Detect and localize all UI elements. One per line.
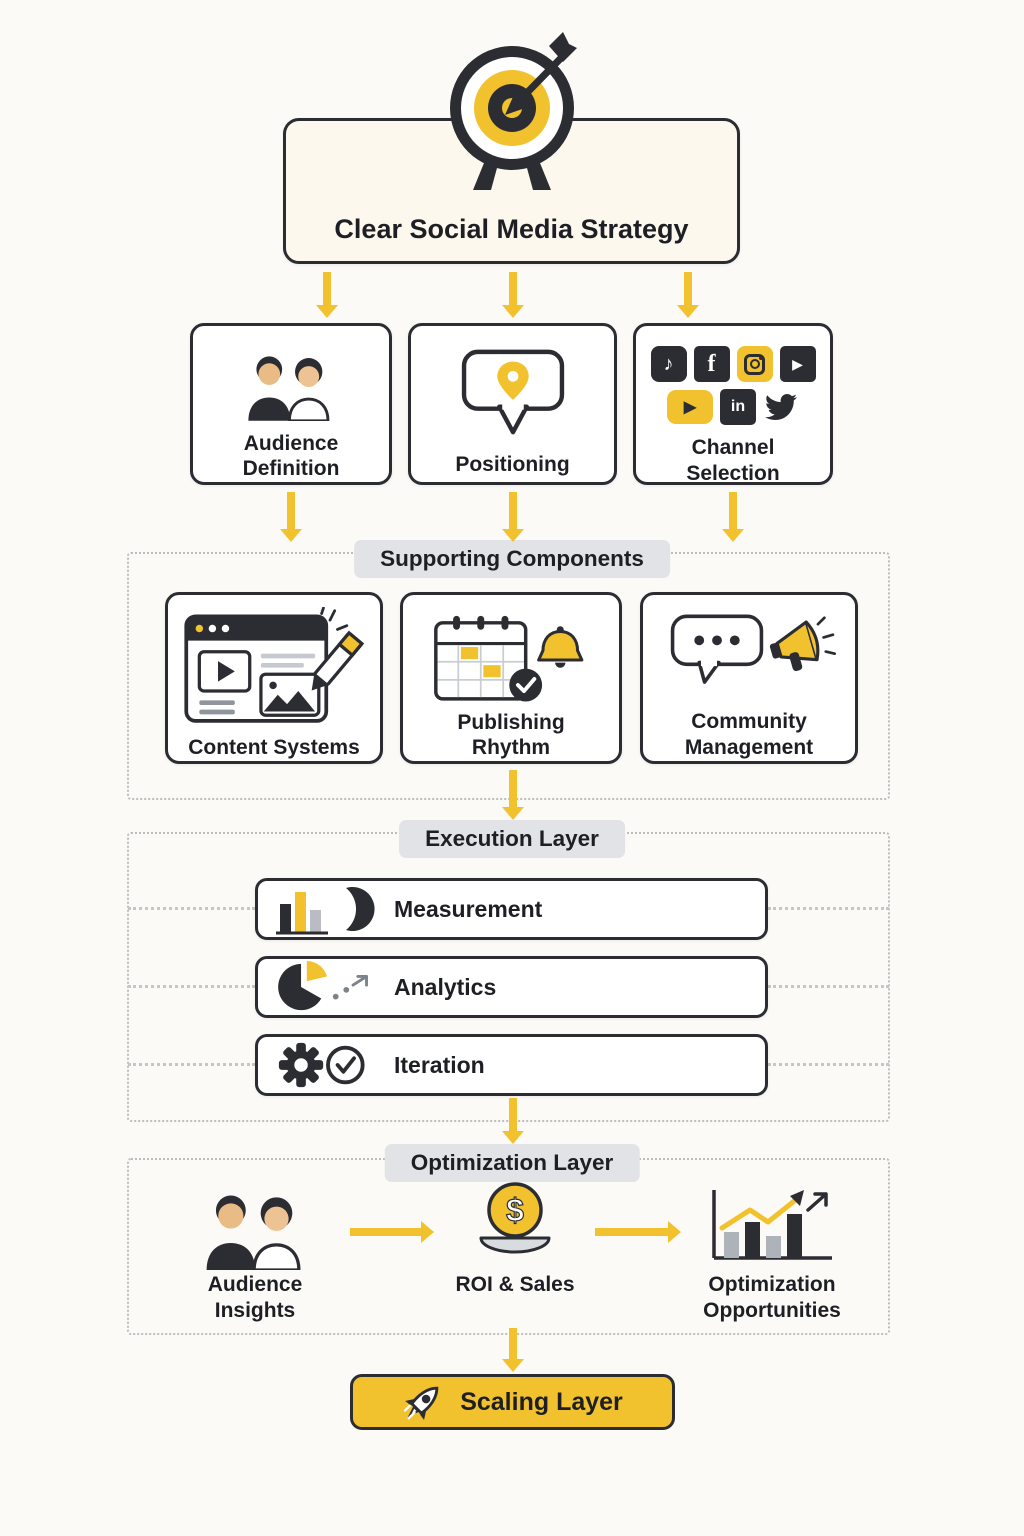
- megaphone-icon: [769, 616, 837, 672]
- linkedin-icon: in: [720, 389, 756, 425]
- roi-sales-icon: $: [479, 1182, 551, 1254]
- positioning-icon: [461, 349, 564, 435]
- pillar-label: Audience Definition: [242, 431, 340, 481]
- scaling-layer-label: Scaling Layer: [460, 1387, 623, 1416]
- arrow-down-icon: [502, 272, 524, 318]
- arrow-down-icon: [502, 770, 524, 820]
- dotted-connector: [768, 907, 889, 910]
- strategy-title: Clear Social Media Strategy: [334, 214, 689, 244]
- arrow-right-icon: [595, 1221, 681, 1243]
- supporting-box-publishing-rhythm: Publishing Rhythm: [400, 592, 622, 764]
- pillar-label: Channel Selection: [686, 436, 780, 485]
- execution-bar-iteration: Iteration: [255, 1034, 768, 1096]
- execution-bar-measurement: Measurement: [255, 878, 768, 940]
- arrow-down-icon: [677, 272, 699, 318]
- supporting-box-label: Content Systems: [188, 736, 360, 759]
- execution-bar-label: Iteration: [394, 1051, 485, 1078]
- execution-bar-label: Measurement: [394, 895, 543, 922]
- instagram-camera-glyph: [744, 353, 765, 375]
- supporting-components-title: Supporting Components: [354, 540, 670, 578]
- arrow-down-icon: [316, 272, 338, 318]
- dotted-connector: [128, 985, 255, 988]
- supporting-box-content-systems: Content Systems: [165, 592, 383, 764]
- optimization-item-label: ROI & Sales: [455, 1273, 575, 1296]
- pillar-audience-definition: Audience Definition: [190, 323, 392, 485]
- video-play-icon: ▶: [779, 346, 816, 382]
- publishing-rhythm-icon: [434, 615, 584, 702]
- optimization-item-label: Audience Insights: [207, 1273, 303, 1323]
- gear-icon: [278, 1042, 324, 1088]
- scaling-layer-banner: Scaling Layer: [350, 1374, 675, 1430]
- measurement-icon: [276, 887, 375, 935]
- community-management-icon: [670, 614, 837, 684]
- instagram-icon: [736, 346, 773, 382]
- arrow-down-icon: [502, 492, 524, 542]
- pillar-positioning: Positioning: [408, 323, 617, 485]
- facebook-icon: f: [693, 346, 730, 382]
- arrow-down-icon: [502, 1098, 524, 1144]
- check-circle-icon: [326, 1045, 365, 1085]
- social-channel-icons: ♪ f ▶ ▶ in: [650, 346, 816, 425]
- analytics-icon: [278, 961, 368, 1011]
- target-icon: [450, 32, 577, 190]
- dotted-connector: [128, 907, 255, 910]
- supporting-box-label: Publishing Rhythm: [457, 710, 565, 760]
- twitter-icon: [765, 394, 797, 421]
- pencil-icon: [311, 630, 365, 691]
- execution-layer-title: Execution Layer: [399, 820, 625, 858]
- youtube-icon: ▶: [667, 390, 713, 424]
- content-systems-icon: [184, 607, 365, 723]
- arrow-right-icon: [350, 1221, 434, 1243]
- arrow-down-icon: [280, 492, 302, 542]
- tiktok-icon: ♪: [650, 346, 687, 382]
- iteration-icon: [278, 1042, 365, 1088]
- arrow-down-icon: [502, 1328, 524, 1372]
- dotted-connector: [768, 1063, 889, 1066]
- pillar-channel-selection: ♪ f ▶ ▶ in Channel Selection: [633, 323, 833, 485]
- arrow-down-icon: [722, 492, 744, 542]
- audience-insights-icon: [206, 1195, 301, 1270]
- dotted-connector: [768, 985, 889, 988]
- supporting-box-label: Community Management: [684, 710, 814, 759]
- supporting-box-community-management: Community Management: [640, 592, 858, 764]
- optimization-item-label: Optimization Opportunities: [703, 1273, 841, 1323]
- rocket-icon: [403, 1386, 439, 1420]
- pillar-label: Positioning: [455, 453, 570, 476]
- dollar-glyph: $: [506, 1192, 524, 1228]
- dotted-connector: [128, 1063, 255, 1066]
- execution-bar-analytics: Analytics: [255, 956, 768, 1018]
- optimization-layer-title: Optimization Layer: [384, 1144, 640, 1182]
- optimization-opportunities-icon: [712, 1190, 832, 1260]
- execution-bar-label: Analytics: [394, 973, 497, 1000]
- audience-icon: [248, 356, 330, 421]
